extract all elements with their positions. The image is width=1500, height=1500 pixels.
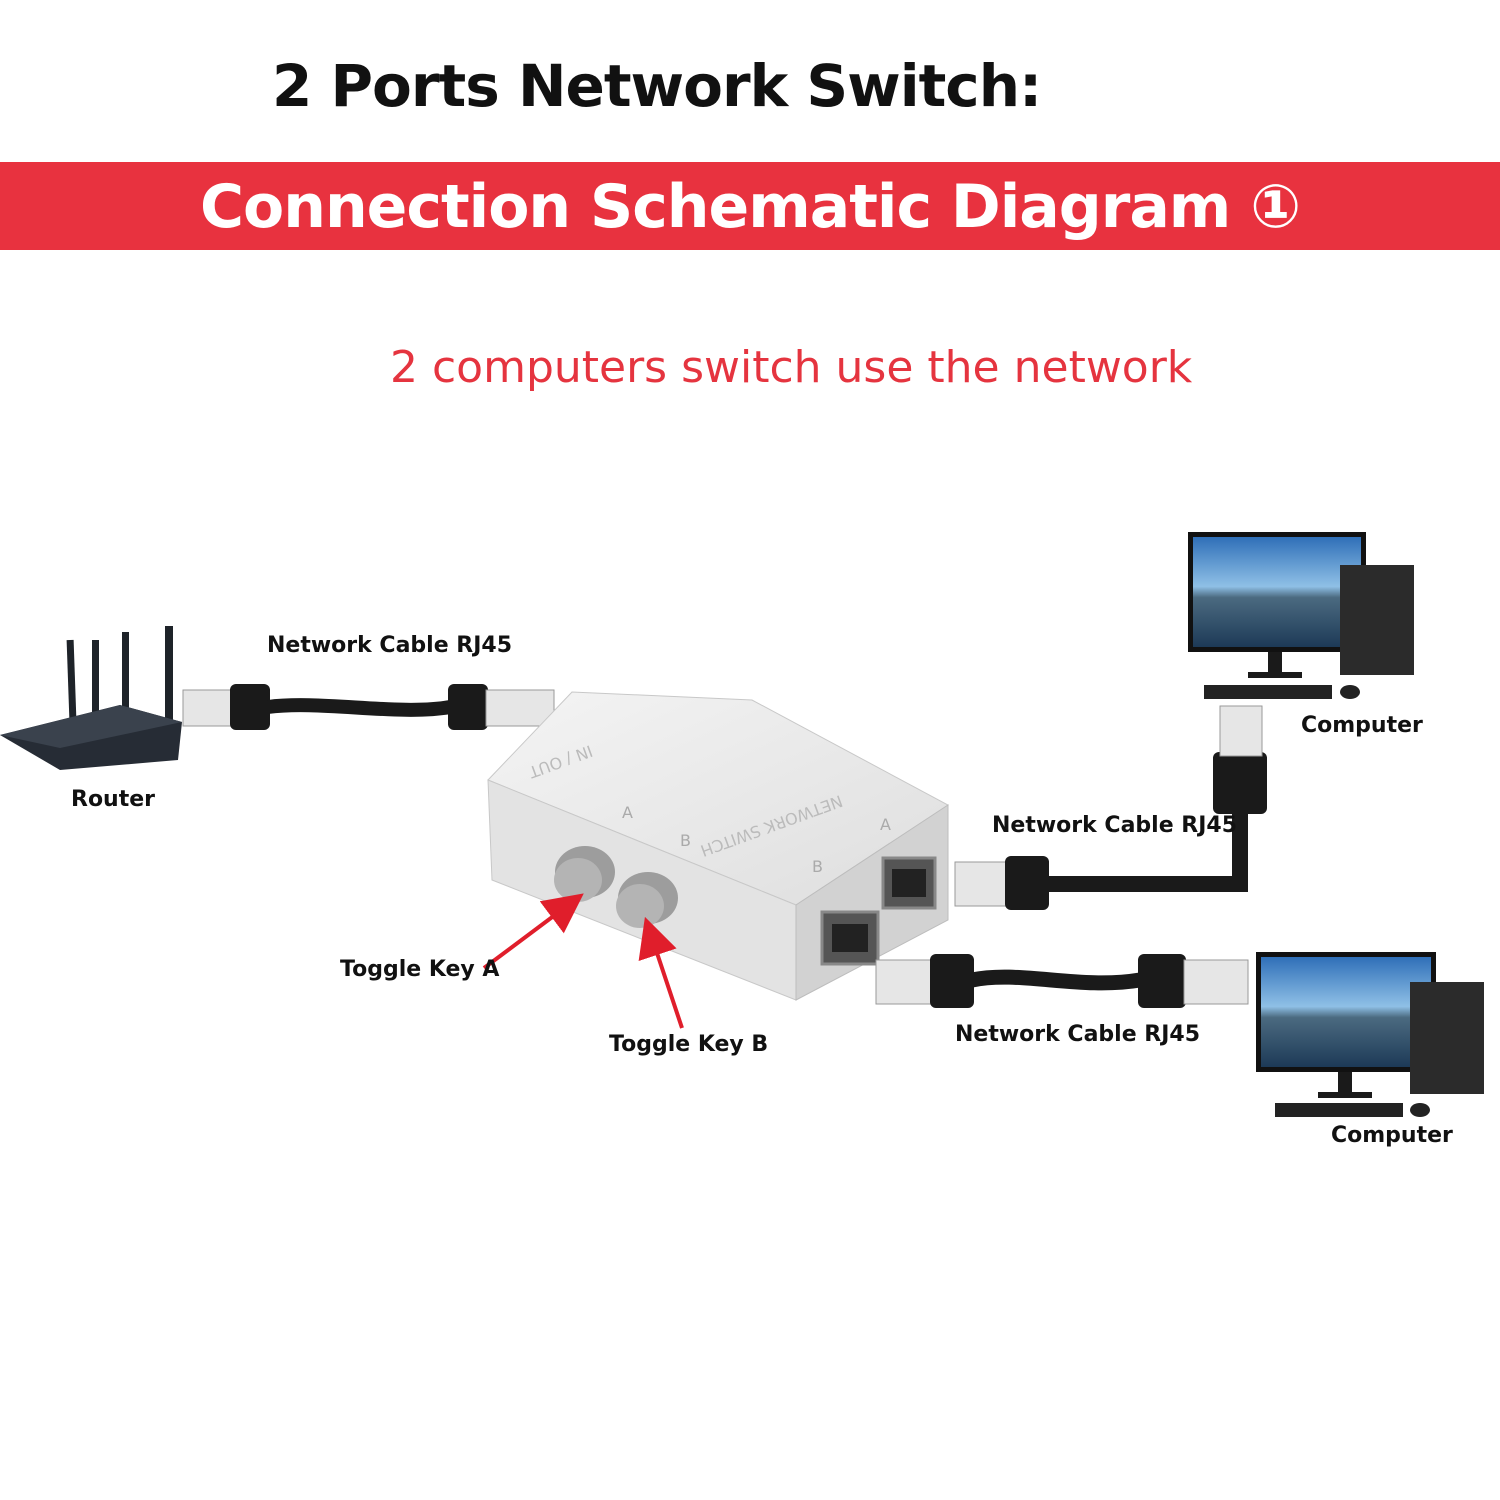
router-icon [0,626,182,770]
label-cable-top: Network Cable RJ45 [992,813,1238,838]
label-router: Router [71,787,156,812]
cable-switch-computer-bottom [875,954,1249,1008]
arrow-toggle-b [638,916,684,1029]
network-switch-device: IN / OUT NETWORK SWITCH A B A B [487,691,949,1001]
arrow-toggle-a [482,893,584,970]
subtitle: 2 computers switch use the network [390,342,1193,393]
label-computer-bottom: Computer [1331,1123,1453,1148]
label-cable-bottom: Network Cable RJ45 [955,1022,1201,1047]
banner-title: Connection Schematic Diagram ① [200,172,1301,242]
computer-top-icon [1188,532,1414,699]
label-toggle-b: Toggle Key B [609,1032,769,1057]
main-title: 2 Ports Network Switch: [272,52,1042,120]
cable-router-switch [182,684,555,730]
switch-letter-b-side: B [812,857,823,876]
label-toggle-a: Toggle Key A [340,957,500,982]
cable-switch-computer-top [954,705,1267,910]
label-computer-top: Computer [1301,713,1423,738]
label-cable-router: Network Cable RJ45 [267,633,513,658]
switch-letter-a-front: A [622,803,633,822]
switch-letter-a-side: A [880,815,891,834]
computer-bottom-icon [1256,952,1484,1117]
title-banner: Connection Schematic Diagram ① [0,162,1500,250]
switch-letter-b-front: B [680,831,691,850]
